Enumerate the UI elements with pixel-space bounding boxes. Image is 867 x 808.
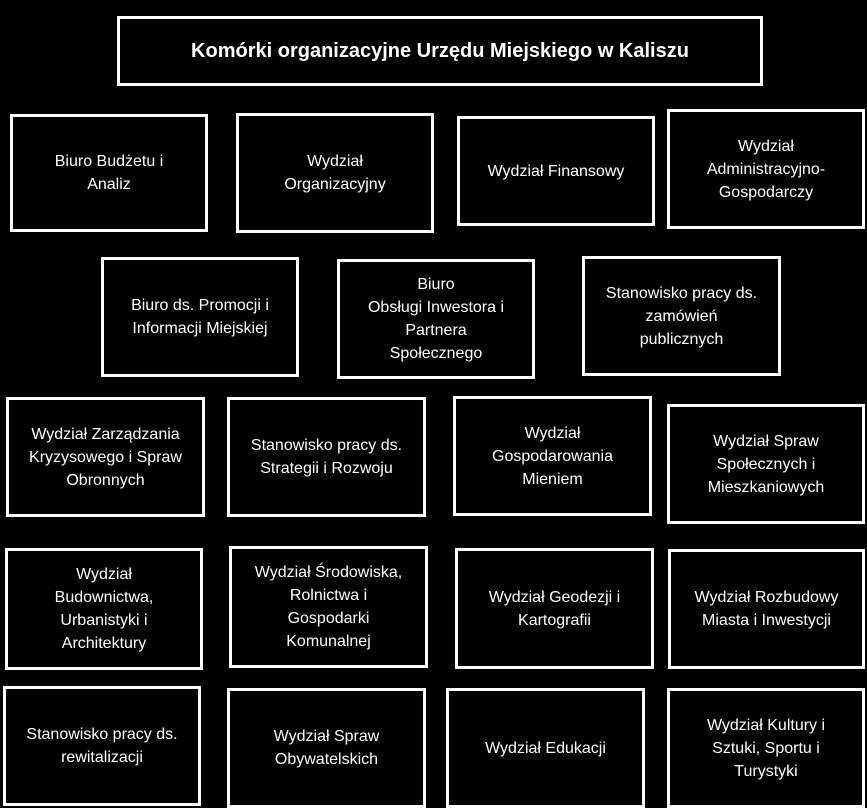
unit-wydzial-administracyjny: Wydział Administracyjno- Gospodarczy xyxy=(667,109,865,229)
unit-zamowienia-publiczne: Stanowisko pracy ds. zamówień publicznyc… xyxy=(582,256,781,376)
unit-budownictwo: Wydział Budownictwa, Urbanistyki i Archi… xyxy=(5,548,203,670)
unit-biuro-promocji: Biuro ds. Promocji i Informacji Miejskie… xyxy=(101,257,299,377)
unit-rozbudowa-miasta: Wydział Rozbudowy Miasta i Inwestycji xyxy=(668,549,865,669)
unit-biuro-obslugi-inwestora: Biuro Obsługi Inwestora i Partnera Społe… xyxy=(337,259,535,379)
unit-geodezja: Wydział Geodezji i Kartografii xyxy=(455,548,654,669)
unit-wydzial-finansowy: Wydział Finansowy xyxy=(457,116,655,226)
unit-sprawy-spoleczne: Wydział Spraw Społecznych i Mieszkaniowy… xyxy=(667,404,865,524)
unit-kultura-sport: Wydział Kultury i Sztuki, Sportu i Turys… xyxy=(667,688,865,808)
unit-zarzadzanie-kryzysowe: Wydział Zarządzania Kryzysowego i Spraw … xyxy=(6,397,205,517)
unit-sprawy-obywatelskie: Wydział Spraw Obywatelskich xyxy=(227,688,426,808)
unit-biuro-budzetu: Biuro Budżetu i Analiz xyxy=(10,114,208,232)
unit-wydzial-organizacyjny: Wydział Organizacyjny xyxy=(236,113,434,233)
unit-srodowisko: Wydział Środowiska, Rolnictwa i Gospodar… xyxy=(229,546,428,668)
unit-edukacja: Wydział Edukacji xyxy=(446,688,645,808)
unit-strategia-rozwoj: Stanowisko pracy ds. Strategii i Rozwoju xyxy=(227,397,426,517)
chart-title: Komórki organizacyjne Urzędu Miejskiego … xyxy=(117,16,763,86)
unit-gospodarowanie-mieniem: Wydział Gospodarowania Mieniem xyxy=(453,396,652,516)
unit-rewitalizacja: Stanowisko pracy ds. rewitalizacji xyxy=(3,686,201,806)
